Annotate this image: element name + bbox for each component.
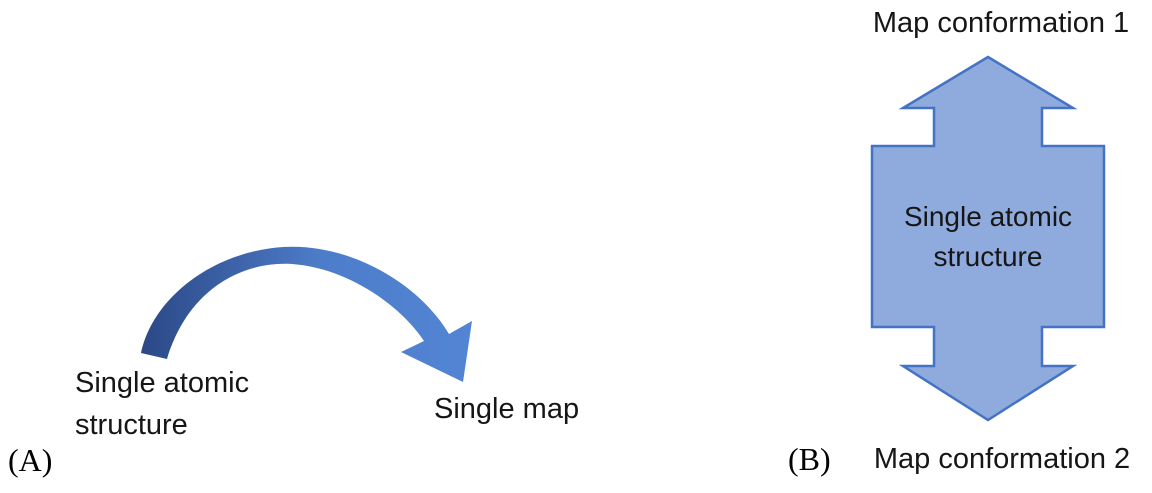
panel-b-top-label: Map conformation 1 [872, 7, 1130, 39]
panel-b-structure-label-line1: Single atomic [903, 200, 1073, 232]
panel-b-label: (B) [788, 441, 831, 477]
panel-b-structure-label-line2: structure [933, 240, 1043, 272]
panel-a-structure-label-line2: structure [75, 409, 188, 441]
up-down-arrow-box [870, 55, 1106, 422]
panel-a-structure-label: Single atomic structure [75, 362, 249, 446]
curved-arrow [141, 246, 472, 382]
panel-a-label: (A) [8, 442, 53, 478]
panel-b-structure-label: Single atomic structure [872, 146, 1104, 327]
panel-b-bottom-label: Map conformation 2 [873, 443, 1131, 475]
panel-a-map-label: Single map [434, 393, 580, 425]
panel-a-structure-label-line1: Single atomic [75, 367, 250, 399]
